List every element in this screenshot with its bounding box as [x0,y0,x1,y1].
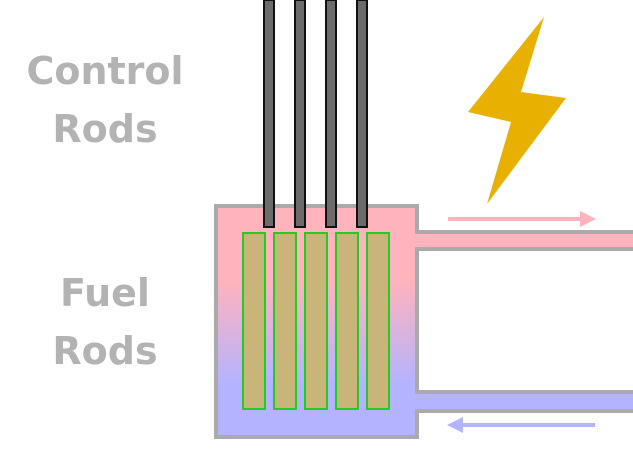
control-rod [325,0,337,228]
fuel-rod [304,232,328,410]
control-rods-group [263,0,368,228]
fuel-rod [242,232,266,410]
fuel-rods-label-line1: Fuel [60,271,150,315]
cold-coolant-inlet-pipe [414,394,633,409]
lightning-bolt-icon [468,17,566,204]
fuel-rod [273,232,297,410]
fuel-rod [335,232,359,410]
arrow-left-icon [447,417,595,433]
control-rod [294,0,306,228]
control-rod [356,0,368,228]
reactor-vessel-outline [214,204,633,439]
fuel-rod [366,232,390,410]
fuel-rods-label: Fuel Rods [0,264,210,380]
control-rods-label-line1: Control [26,49,184,93]
control-rods-label: Control Rods [0,42,210,158]
fuel-rods-label-line2: Rods [52,329,158,373]
fuel-rods-group [242,232,390,410]
control-rod [263,0,275,228]
control-rods-label-line2: Rods [52,107,158,151]
hot-coolant-outlet-pipe [414,234,633,247]
arrow-right-icon [448,211,596,227]
